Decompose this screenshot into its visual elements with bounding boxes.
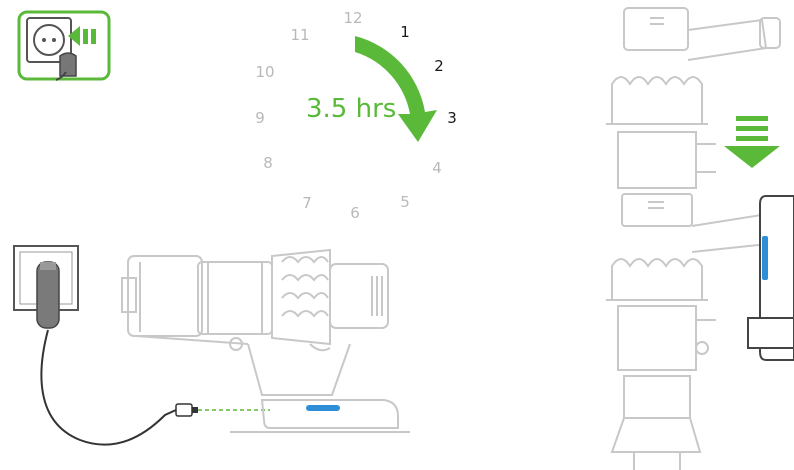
clock-number-10: 10 (255, 63, 275, 81)
clock-number-2: 2 (434, 57, 444, 75)
vacuum-on-dock (606, 7, 781, 470)
clock-number-3: 3 (447, 109, 457, 127)
handheld-vacuum (121, 248, 410, 433)
clock-number-7: 7 (302, 194, 312, 212)
docking-station (747, 195, 794, 361)
charge-arrow-icon (355, 36, 437, 142)
clock-number-12: 12 (343, 9, 363, 27)
clock-number-11: 11 (290, 26, 310, 44)
clock-number-5: 5 (400, 193, 410, 211)
wall-socket-charger (13, 245, 79, 329)
cable-connector (175, 403, 198, 417)
clock-number-6: 6 (350, 204, 360, 222)
charger-cable (40, 329, 177, 446)
battery-indicator (306, 405, 340, 411)
clock-number-8: 8 (263, 154, 273, 172)
clock-number-9: 9 (255, 109, 265, 127)
plug-in-wall-socket-icon (17, 10, 111, 81)
clock-number-4: 4 (432, 159, 442, 177)
clock-number-1: 1 (400, 23, 410, 41)
dock-down-arrow-icon (724, 116, 780, 168)
charge-duration-label: 3.5 hrs (306, 94, 397, 124)
